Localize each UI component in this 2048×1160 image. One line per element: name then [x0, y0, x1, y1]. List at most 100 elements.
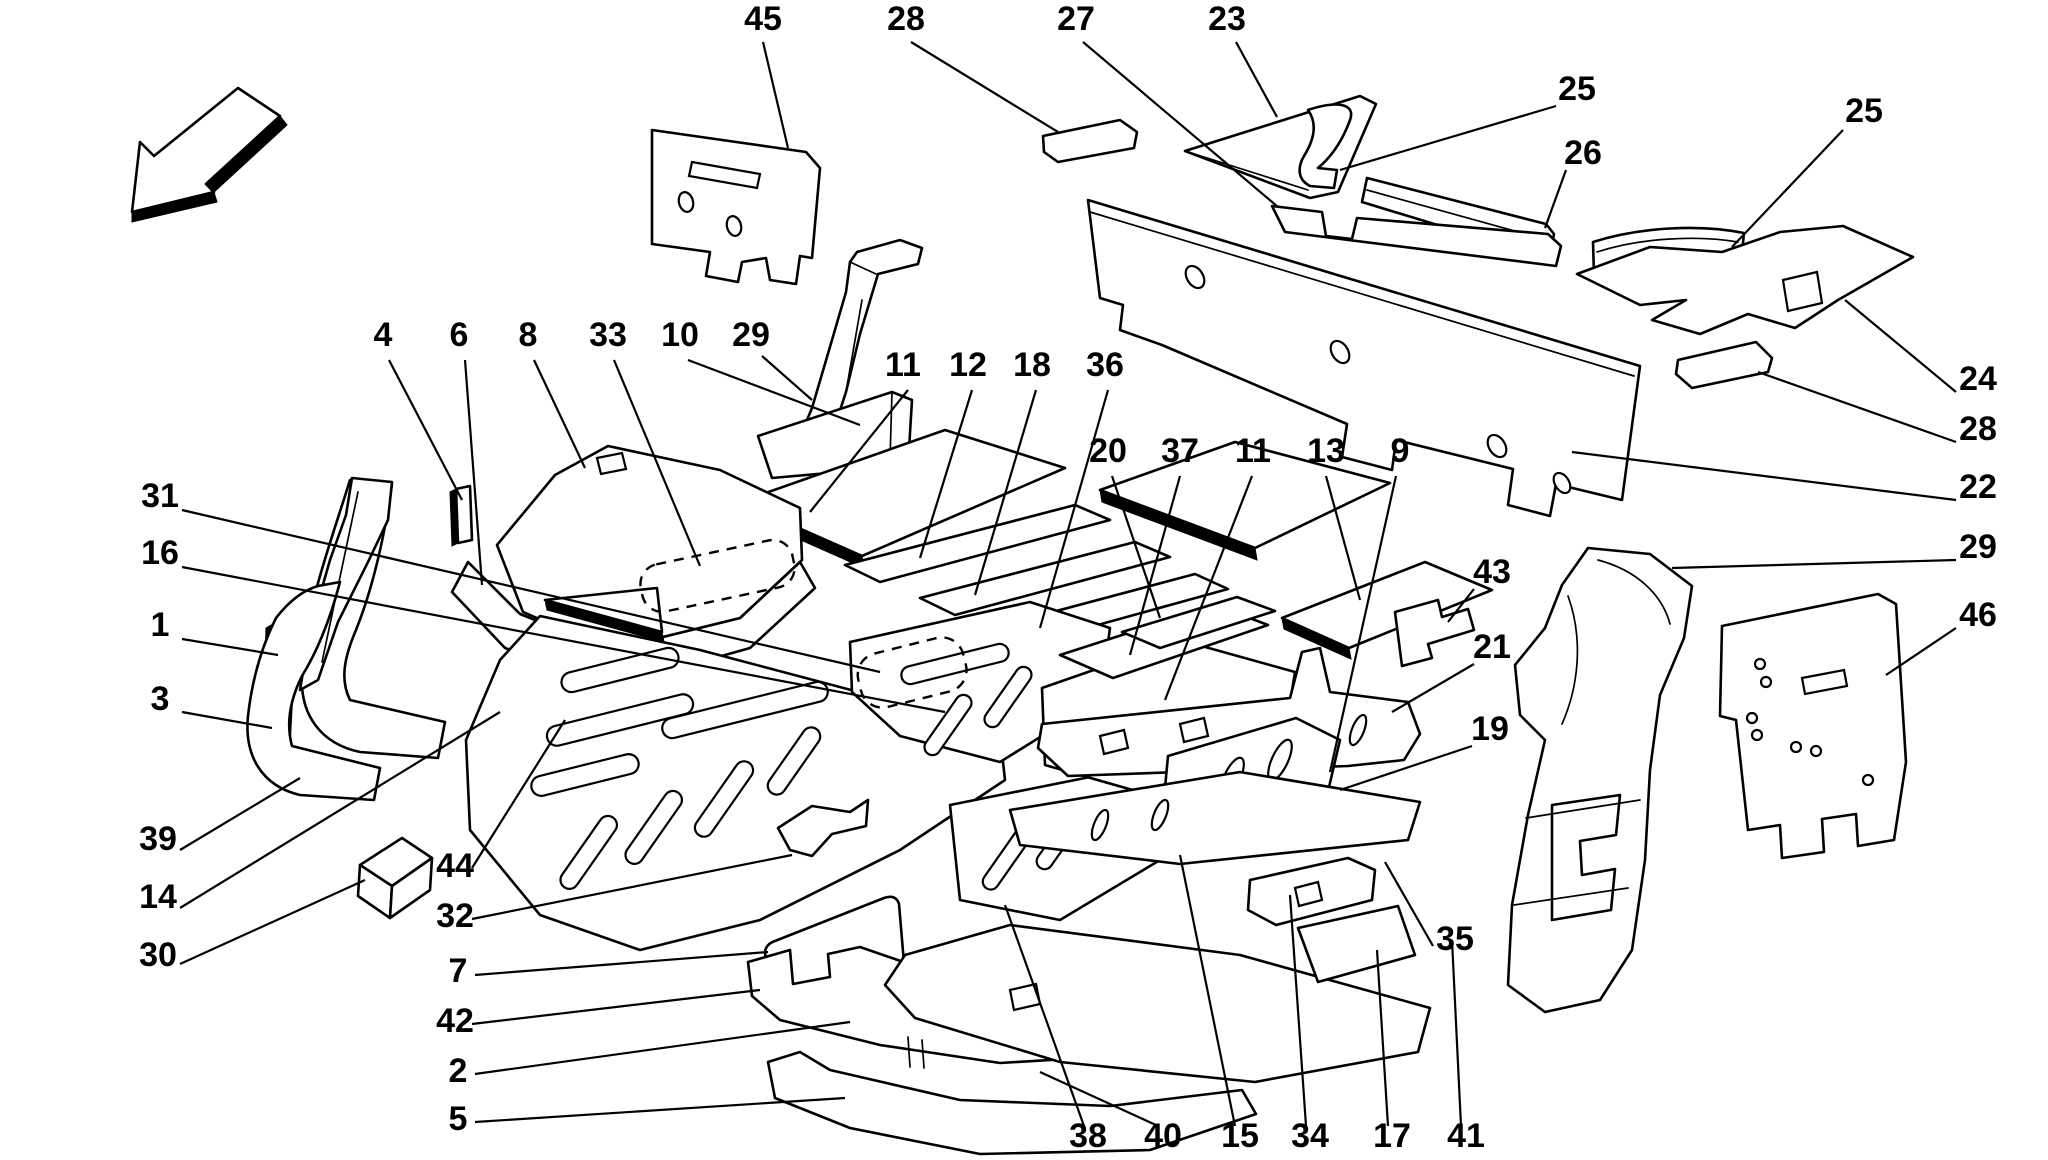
callout-leader-line [471, 853, 793, 921]
fold-line [1525, 799, 1641, 819]
callout-number-40: 40 [1144, 1117, 1182, 1155]
callout-leader-line [1447, 588, 1475, 623]
callout-leader-line [1391, 663, 1475, 713]
hole [1745, 711, 1759, 725]
square-hole [595, 451, 628, 476]
part-shape [1008, 770, 1422, 866]
comma-slot [1150, 798, 1170, 832]
part-firewall-insulation-panel [650, 128, 822, 286]
callout-39: 39 [139, 777, 301, 858]
callout-leader-line [1339, 104, 1557, 172]
callout-leader-line [1235, 41, 1278, 118]
callout-number-6: 6 [450, 316, 469, 354]
square-hole [1293, 880, 1324, 908]
callout-27: 27 [1057, 0, 1279, 208]
part-shape [650, 128, 822, 286]
callout-number-20: 20 [1089, 432, 1127, 470]
callout-2: 2 [449, 1020, 851, 1090]
callout-number-7: 7 [449, 952, 468, 990]
callout-leader-line [1844, 299, 1957, 393]
panel-3d-edge [544, 599, 665, 643]
callout-leader-line [1178, 854, 1237, 1127]
callout-12: 12 [918, 346, 987, 559]
callout-number-4: 4 [374, 316, 393, 354]
comma-slot [1090, 808, 1110, 842]
callout-number-34: 34 [1291, 1117, 1329, 1155]
callout-leader-line [179, 711, 501, 909]
part-adhesive-strip [1041, 118, 1139, 164]
hole [1552, 471, 1572, 495]
callout-10: 10 [661, 316, 861, 427]
callout-21: 21 [1391, 628, 1511, 713]
callout-leader-line [181, 637, 279, 657]
pillar-cutout [1550, 793, 1622, 922]
callout-number-25: 25 [1558, 70, 1596, 108]
callout-6: 6 [450, 316, 484, 586]
callout-leader-line [471, 719, 566, 869]
hole [677, 191, 695, 213]
square-hole [1098, 728, 1130, 756]
callout-leader-line [1038, 389, 1110, 629]
callout-leader-line [179, 777, 301, 851]
curve-line [1596, 237, 1739, 253]
callout-leader-line [474, 1096, 846, 1124]
callout-leader-line [973, 389, 1038, 596]
callout-leader-line [1082, 41, 1279, 208]
curve-line [1597, 559, 1671, 625]
callout-28: 28 [887, 0, 1059, 133]
callout-28: 28 [1757, 370, 1997, 448]
callout-leader-line [1128, 475, 1182, 656]
hole [1759, 675, 1773, 689]
fold-line [849, 261, 877, 275]
part-lower-sill [766, 1050, 1258, 1156]
curve-line [1561, 595, 1579, 725]
callout-43: 43 [1447, 553, 1511, 623]
callout-leader-line [761, 355, 813, 401]
part-stepped-bracket [1393, 598, 1476, 668]
slot [687, 160, 762, 190]
callout-36: 36 [1038, 346, 1124, 629]
hole [1753, 657, 1767, 671]
callout-number-31: 31 [141, 477, 179, 515]
fold-line [321, 491, 359, 663]
arrow-3d-edge [131, 191, 218, 223]
callout-25: 25 [1339, 70, 1596, 172]
callout-number-11: 11 [1235, 432, 1271, 470]
fold-line [845, 299, 863, 393]
callout-leader-line [1039, 1070, 1159, 1128]
callout-number-15: 15 [1221, 1117, 1259, 1155]
callout-42: 42 [436, 988, 761, 1040]
callout-leader-line [1375, 949, 1390, 1127]
callout-8: 8 [519, 316, 586, 469]
part-shape [918, 540, 1172, 617]
part-notched-strip [1270, 204, 1563, 268]
hole [1750, 728, 1764, 742]
part-right-sill [883, 923, 1432, 1084]
callout-leader-line [1163, 475, 1254, 701]
callout-16: 16 [141, 534, 946, 714]
callout-29: 29 [1671, 528, 1997, 570]
callout-number-45: 45 [744, 0, 782, 38]
callout-number-37: 37 [1161, 432, 1199, 470]
callout-18: 18 [973, 346, 1051, 596]
callout-number-9: 9 [1391, 432, 1410, 470]
callout-leader-line [910, 41, 1059, 133]
hole [1809, 744, 1823, 758]
callout-number-11: 11 [885, 346, 921, 384]
callout-number-3: 3 [151, 680, 170, 718]
slot [1800, 668, 1849, 696]
part-shape [1506, 546, 1694, 1014]
box-side [388, 856, 434, 920]
part-rear-bulkhead-panel [1086, 198, 1642, 518]
callout-number-26: 26 [1564, 134, 1602, 172]
callout-44: 44 [436, 719, 566, 885]
callout-number-28: 28 [887, 0, 925, 38]
slot [624, 789, 684, 865]
callout-45: 45 [744, 0, 790, 149]
part-shape [1120, 595, 1277, 650]
callout-leader-line [1571, 450, 1957, 502]
part-shape [1575, 224, 1915, 336]
callout-number-8: 8 [519, 316, 538, 354]
fold-line [1513, 887, 1629, 906]
